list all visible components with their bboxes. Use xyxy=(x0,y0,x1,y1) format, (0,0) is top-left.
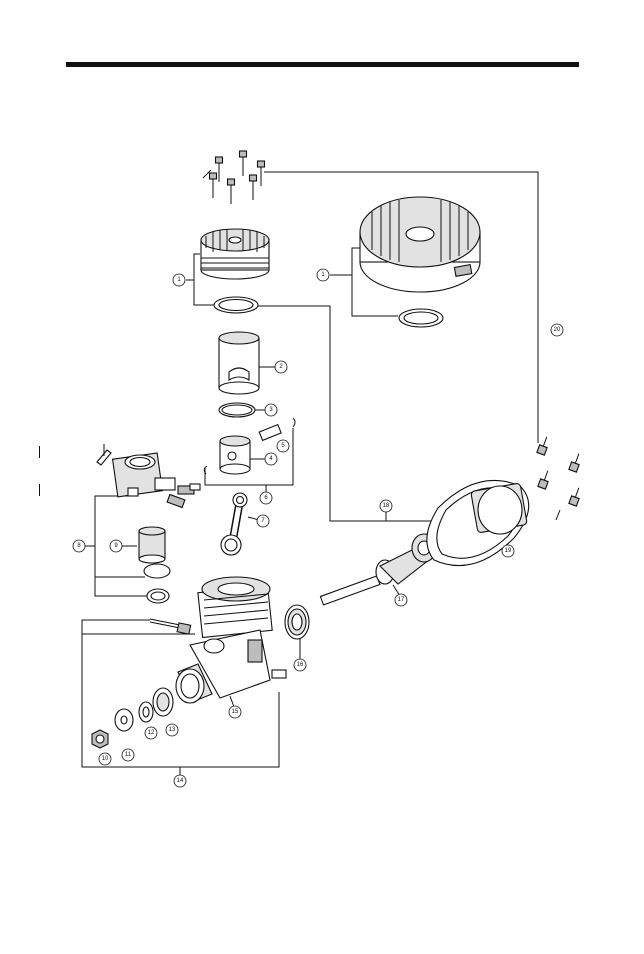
connecting-rod xyxy=(221,493,247,555)
callout-20: 20 xyxy=(551,324,563,336)
pin-clip-left xyxy=(204,466,207,474)
callout-7: 7 xyxy=(257,515,269,527)
pin-clip-right xyxy=(293,418,295,427)
cylinder-head-small xyxy=(201,229,269,279)
callout-11-label: 11 xyxy=(125,752,132,758)
carburetor xyxy=(97,444,200,507)
callout-10: 10 xyxy=(99,753,111,765)
back-plate xyxy=(471,483,528,534)
callout-20-label: 20 xyxy=(554,327,561,333)
callout-16: 16 xyxy=(294,659,306,671)
crankcase xyxy=(176,577,286,703)
cylinder-liner xyxy=(219,332,259,394)
o-ring-upper xyxy=(144,564,170,578)
callout-18: 18 xyxy=(380,500,392,512)
callout-19: 19 xyxy=(502,545,514,557)
callout-5: 5 xyxy=(277,440,289,452)
callout-1a: 1 xyxy=(173,274,185,286)
callout-8: 8 xyxy=(73,540,85,552)
callout-18-label: 18 xyxy=(383,503,390,509)
drive-washer xyxy=(139,702,153,722)
wrist-pin xyxy=(259,425,281,441)
prop-nut xyxy=(92,730,108,748)
front-bearing xyxy=(285,605,309,639)
callout-11: 11 xyxy=(122,749,134,761)
callout-13: 13 xyxy=(166,724,178,736)
callout-15-label: 15 xyxy=(232,709,239,715)
needle-valve xyxy=(150,619,191,634)
callout-14-label: 14 xyxy=(177,778,184,784)
prop-washer xyxy=(115,709,133,731)
callout-1b: 1 xyxy=(317,269,329,281)
back-plate-screws xyxy=(537,435,583,506)
callout-15: 15 xyxy=(229,706,241,718)
callout-3: 3 xyxy=(265,404,277,416)
drive-hub xyxy=(153,688,173,716)
cylinder-head-large xyxy=(360,197,480,292)
callout-6: 6 xyxy=(260,492,272,504)
callout-9: 9 xyxy=(110,540,122,552)
head-screws xyxy=(210,151,265,204)
callout-17-label: 17 xyxy=(398,597,405,603)
piston xyxy=(220,436,250,474)
callout-12: 12 xyxy=(145,727,157,739)
callout-2: 2 xyxy=(275,361,287,373)
crankshaft xyxy=(320,527,441,605)
air-filter xyxy=(139,527,165,563)
callout-19-label: 19 xyxy=(505,548,512,554)
callout-16-label: 16 xyxy=(297,662,304,668)
callout-17: 17 xyxy=(395,594,407,606)
callout-4: 4 xyxy=(265,453,277,465)
callout-10-label: 10 xyxy=(102,756,109,762)
callout-14: 14 xyxy=(174,775,186,787)
callout-12-label: 12 xyxy=(148,730,155,736)
callout-13-label: 13 xyxy=(169,727,176,733)
